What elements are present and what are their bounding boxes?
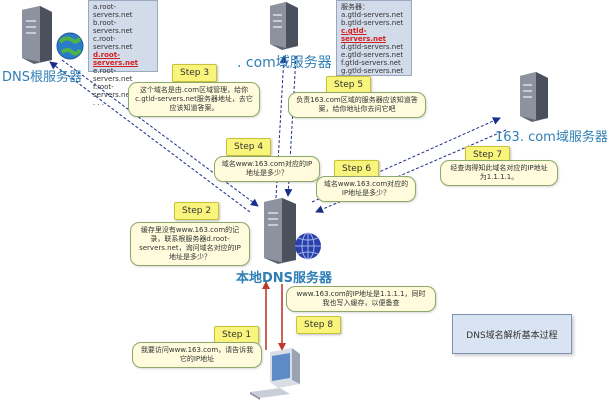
- client-computer-icon: [246, 346, 306, 404]
- com-server-entry: d.gtld-servers.net: [341, 43, 404, 51]
- arrow-step6: [311, 117, 501, 203]
- root-server-entry: a.root-servers.net: [93, 3, 133, 19]
- com163-server-label: 163. com域服务器: [495, 130, 608, 145]
- root-server-entry: c.root-servers.net: [93, 35, 133, 51]
- step1-label: Step 1: [214, 326, 260, 344]
- step1-note: 我要访问www.163.com，请告诉我它的IP地址: [132, 342, 262, 368]
- com-servers-title: 服务器：: [341, 3, 369, 11]
- local-server-icon: [258, 196, 324, 270]
- com-server-entry: e.gtld-servers.net: [341, 51, 404, 59]
- step8-label: Step 8: [296, 316, 342, 334]
- step2-note: 缓存里没有www.163.com的记录，联系根服务器d.root-servers…: [130, 222, 250, 266]
- arrow-step2: [49, 61, 251, 213]
- root-server-entry: d.root-servers.net: [93, 51, 139, 67]
- step2-label: Step 2: [174, 202, 220, 220]
- com-server-entry: g.gtld-servers.net: [341, 67, 404, 75]
- com163-server-icon: [516, 72, 554, 126]
- step5-note: 负责163.com区域的服务器应该知道答案，给你地址你去问它吧: [288, 92, 426, 118]
- com-server-icon: [266, 2, 304, 54]
- com-server-entry: f.gtld-servers.net: [341, 59, 401, 67]
- com-server-entry: b.gtld-servers.net: [341, 19, 404, 27]
- root-server-entry: e.root-servers.net: [93, 67, 133, 83]
- com-server-label: . com域服务器: [237, 55, 332, 71]
- step4-label: Step 4: [226, 138, 272, 156]
- step3-label: Step 3: [172, 64, 218, 82]
- root-server-entry: f.root-servers.net: [93, 83, 133, 99]
- arrow-step4: [275, 55, 288, 199]
- arrow-step3: [61, 59, 259, 207]
- root-server-entry: . . .: [93, 99, 105, 107]
- root-server-label: DNS根服务器: [2, 70, 82, 85]
- step6-note: 域名www.163.com对应的IP地址是多少？: [316, 176, 416, 202]
- root-server-icon: [12, 4, 86, 70]
- local-server-label: 本地DNS服务器: [236, 271, 333, 286]
- diagram-caption: DNS域名解析基本过程: [452, 314, 572, 354]
- step4-note: 域名www.163.com对应的IP地址是多少？: [214, 156, 320, 182]
- step7-note: 经查询得知此域名对应的IP地址为1.1.1.1。: [440, 160, 558, 186]
- step3-note: 这个域名是由.com区域管理，给你c.gtld-servers.net服务器地址…: [128, 82, 260, 117]
- root-server-entry: b.root-servers.net: [93, 19, 133, 35]
- com-server-entry: c.gtld-servers.net: [341, 27, 387, 43]
- com-server-entry: a.gtld-servers.net: [341, 11, 404, 19]
- step8-note: www.163.com的IP地址是1.1.1.1，同时我也写入缓存，以便备查: [286, 286, 436, 312]
